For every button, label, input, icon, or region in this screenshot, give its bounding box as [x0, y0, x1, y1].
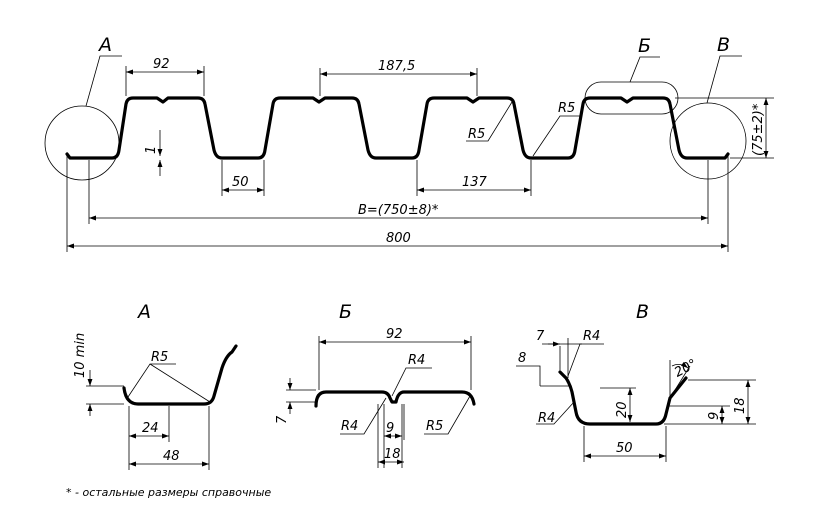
detail-B-dim-R4-top: R4 [408, 353, 425, 368]
main-profile-line [65, 96, 730, 160]
leader-B [629, 56, 660, 83]
leader-R5-left [466, 101, 513, 142]
detail-V-leader-R4-top [567, 343, 604, 377]
detail-V-dim-50: 50 [616, 441, 633, 456]
detail-A-title: А [136, 301, 151, 323]
detail-V-dim-20: 20 [615, 401, 630, 418]
detail-B-dim-9: 9 [386, 421, 394, 436]
detail-A-dim-24: 24 [142, 421, 159, 436]
detail-B-dim-92: 92 [386, 327, 403, 342]
dim-width-B: B=(750±8)* [358, 203, 439, 218]
dim-height: (75±2)* [751, 103, 766, 156]
detail-V-dim-R4-bottom: R4 [538, 411, 555, 426]
detail-B-leader-R5 [424, 395, 471, 435]
dim-50: 50 [232, 175, 249, 190]
detail-V-dim-9: 9 [707, 412, 722, 420]
main-profile-view: А Б В 92 187,5 R5 R5 1 50 137 (75 [44, 34, 774, 252]
detail-V-dim-18: 18 [733, 397, 748, 414]
detail-V: В 7 R4 8 R4 20 50 20° 9 18 [516, 301, 756, 462]
leader-R5-right [532, 115, 580, 157]
detail-A-profile [122, 344, 238, 406]
dim-R5-right: R5 [558, 101, 575, 116]
dim-137: 137 [462, 175, 488, 190]
dim-1: 1 [144, 146, 159, 154]
footnote: * - остальные размеры справочные [66, 486, 271, 499]
dim-R5-left: R5 [468, 127, 485, 142]
detail-B-dim-7: 7 [275, 415, 290, 424]
detail-B-profile [314, 390, 476, 408]
dim-800: 800 [386, 231, 411, 246]
leader-A [85, 55, 122, 107]
detail-V-dim-8: 8 [518, 351, 526, 366]
detail-V-title: В [636, 301, 649, 323]
detail-A: А 10 min R5 24 48 [73, 301, 238, 470]
detail-V-dim-20deg: 20° [672, 357, 699, 381]
detail-V-profile [558, 370, 688, 426]
detail-B-dim-18: 18 [384, 447, 401, 462]
detail-A-leader-R5 [127, 363, 211, 403]
detail-circle-A [44, 105, 120, 181]
label-V: В [717, 34, 730, 56]
detail-V-leader-R4-bottom [536, 401, 575, 425]
label-B: Б [638, 35, 651, 57]
detail-V-dim-7: 7 [536, 329, 545, 344]
leader-V [706, 55, 742, 104]
detail-A-dim-R5: R5 [151, 350, 168, 365]
detail-B-leader-R4-bottom [340, 397, 387, 435]
detail-B-title: Б [339, 301, 352, 323]
detail-B: Б 92 R4 7 R4 9 18 R5 [275, 301, 476, 468]
dim-187-5: 187,5 [378, 59, 415, 74]
detail-A-dim-10min: 10 min [73, 333, 88, 378]
label-A: А [97, 34, 112, 56]
detail-B-leader-R4-top [391, 367, 432, 397]
detail-V-dim-R4-top: R4 [583, 329, 600, 344]
detail-A-dim-48: 48 [163, 449, 180, 464]
detail-B-dim-R5: R5 [426, 419, 443, 434]
dim-92: 92 [153, 57, 170, 72]
detail-B-dim-R4-bottom: R4 [341, 419, 358, 434]
